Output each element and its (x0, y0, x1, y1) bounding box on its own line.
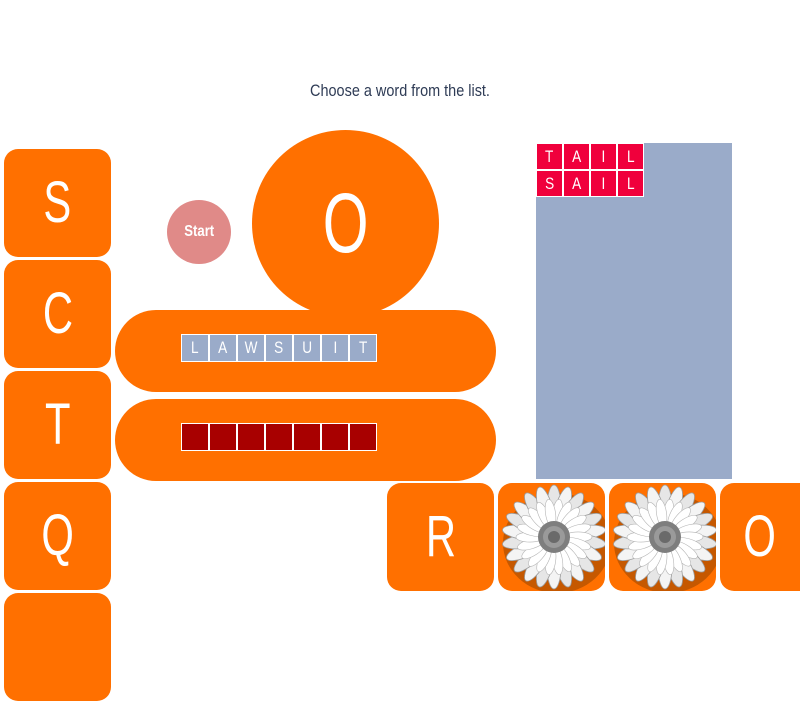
daisy-icon (613, 484, 716, 591)
letter-tile-bottom-1[interactable]: R (387, 483, 494, 591)
target-letter-slot: I (321, 334, 349, 362)
word-letter-cell: A (563, 170, 590, 197)
target-letter-slot: U (293, 334, 321, 362)
answer-letter-slot[interactable] (181, 423, 209, 451)
answer-letter-slot[interactable] (209, 423, 237, 451)
letter-tile-left-3[interactable]: T (4, 371, 111, 479)
word-letter-cell: L (617, 170, 644, 197)
center-letter-circle[interactable]: O (252, 130, 439, 317)
instruction-text: Choose a word from the list. (310, 81, 490, 100)
word-letter-cell: S (536, 170, 563, 197)
answer-letter-slot[interactable] (349, 423, 377, 451)
start-button[interactable]: Start (167, 200, 231, 264)
target-letter-slot: W (237, 334, 265, 362)
letter-tile-left-4[interactable]: Q (4, 482, 111, 590)
word-letter-cell: T (536, 143, 563, 170)
letter-tile-bottom-4[interactable]: O (720, 483, 800, 591)
letter-tile-left-5[interactable] (4, 593, 111, 701)
answer-letter-slot[interactable] (237, 423, 265, 451)
word-letter-cell: I (590, 170, 617, 197)
answer-bar (115, 399, 496, 481)
word-letter-cell: A (563, 143, 590, 170)
target-letter-slot: T (349, 334, 377, 362)
answer-letter-slot[interactable] (321, 423, 349, 451)
letter-tile-left-1[interactable]: S (4, 149, 111, 257)
flower-tile-1[interactable] (498, 483, 605, 591)
flower-tile-2[interactable] (609, 483, 716, 591)
word-letter-cell: I (590, 143, 617, 170)
answer-letter-slot[interactable] (293, 423, 321, 451)
answer-letter-slot[interactable] (265, 423, 293, 451)
answer-slots (181, 423, 377, 451)
target-letter-slot: L (181, 334, 209, 362)
word-letter-cell: L (617, 143, 644, 170)
daisy-icon (502, 484, 605, 591)
letter-tile-left-2[interactable]: C (4, 260, 111, 368)
target-letter-slot: A (209, 334, 237, 362)
target-letter-slot: S (265, 334, 293, 362)
